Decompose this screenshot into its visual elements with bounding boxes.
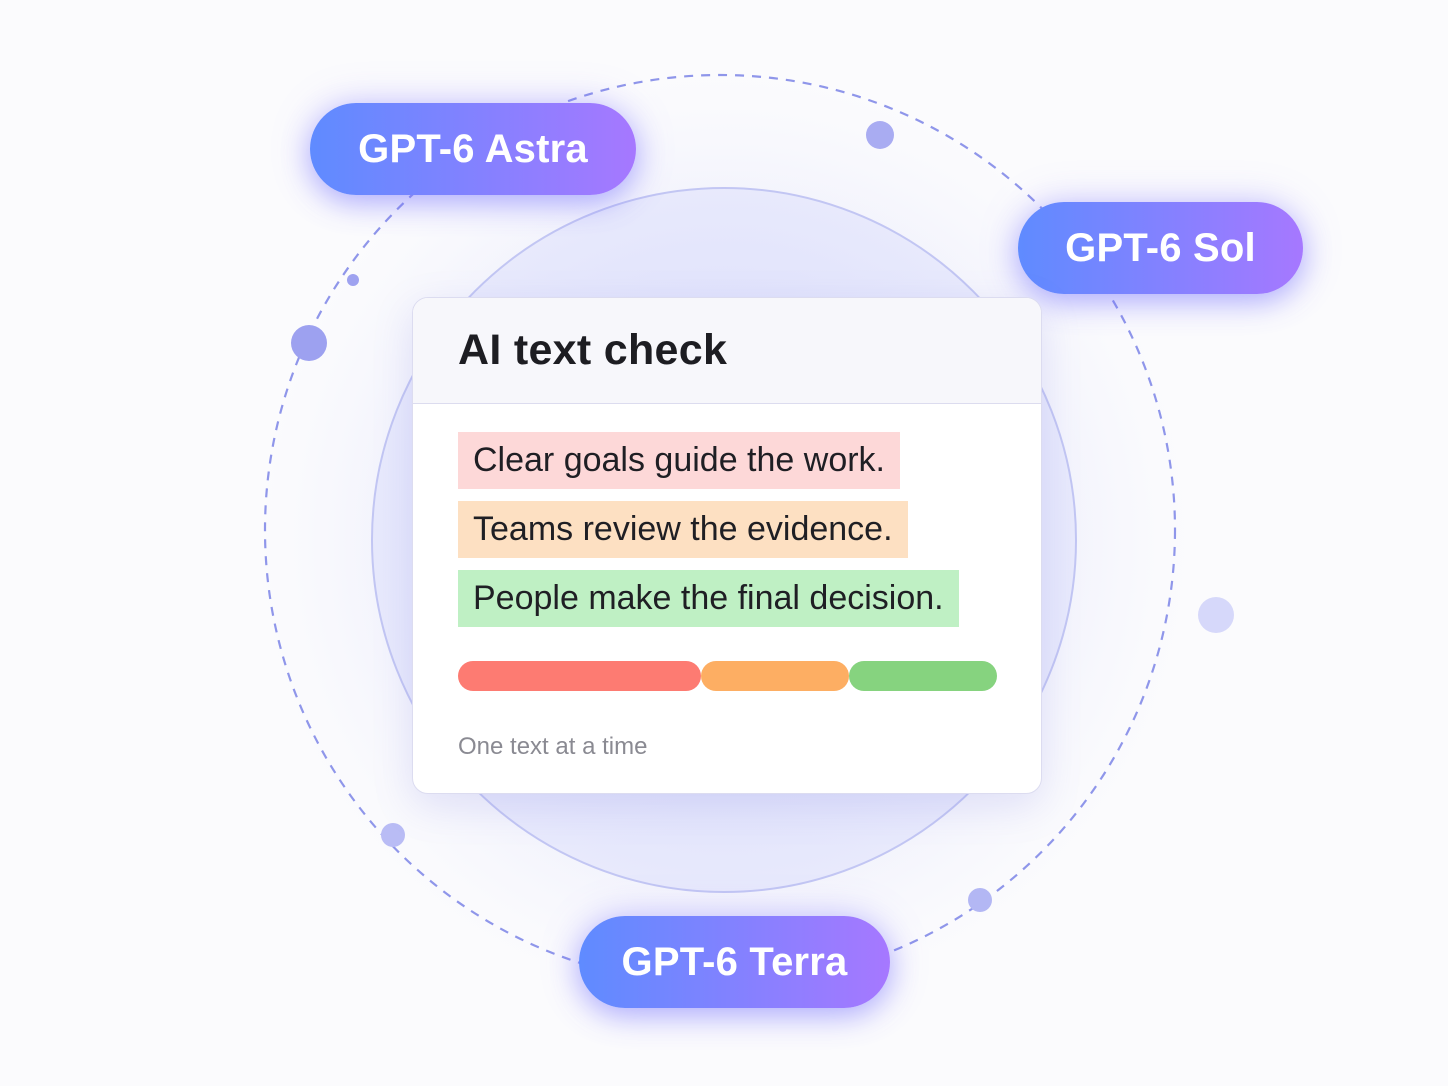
- card-title: AI text check: [458, 326, 728, 374]
- orbit-dot: [968, 888, 992, 912]
- model-pill-terra[interactable]: GPT-6 Terra: [579, 916, 890, 1008]
- highlighted-sentence: People make the final decision.: [458, 570, 959, 627]
- model-pill-sol[interactable]: GPT-6 Sol: [1018, 202, 1303, 294]
- score-bar-segment: [458, 661, 701, 691]
- score-bar-segment: [700, 661, 849, 691]
- score-bar-segment: [848, 661, 997, 691]
- highlighted-sentence: Teams review the evidence.: [458, 501, 908, 558]
- card-body: Clear goals guide the work. Teams review…: [413, 404, 1041, 639]
- ai-text-check-card: AI text check Clear goals guide the work…: [412, 297, 1042, 794]
- orbit-dot: [381, 823, 405, 847]
- card-header: AI text check: [413, 298, 1041, 404]
- highlighted-sentence: Clear goals guide the work.: [458, 432, 901, 489]
- orbit-dot: [1198, 597, 1234, 633]
- orbit-dot: [291, 325, 327, 361]
- score-bar: [458, 661, 997, 691]
- model-pill-astra[interactable]: GPT-6 Astra: [310, 103, 636, 195]
- orbit-dot: [347, 274, 359, 286]
- inner-ring: [371, 187, 1077, 893]
- card-caption: One text at a time: [458, 733, 648, 760]
- orbit-dot: [866, 121, 894, 149]
